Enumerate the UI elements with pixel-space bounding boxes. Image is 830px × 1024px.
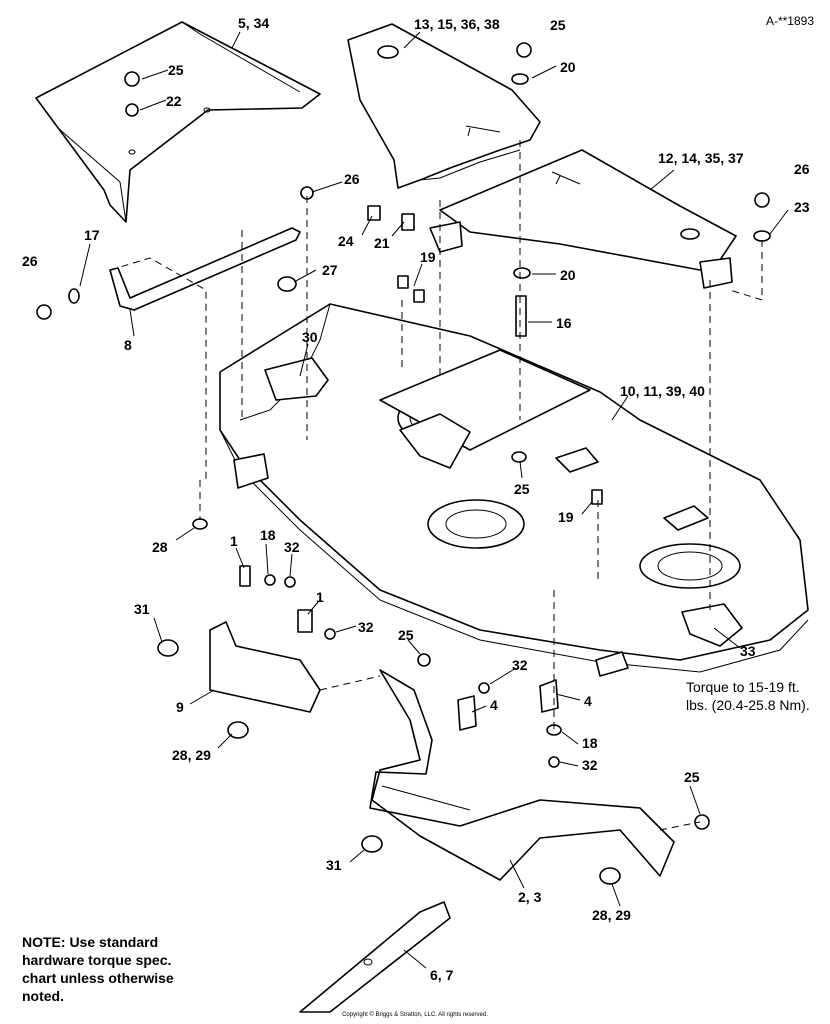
callout-20: 20 [560,59,576,75]
callout-33: 33 [740,643,756,659]
callout-1: 1 [316,589,324,605]
callout-1: 1 [230,533,238,549]
callout-30: 30 [302,329,318,345]
callout-4: 4 [490,697,498,713]
callout-28: 28 [152,539,168,555]
callout-25: 25 [514,481,530,497]
callout-20: 20 [560,267,576,283]
callout-5-34: 5, 34 [238,15,269,31]
callout-31: 31 [326,857,342,873]
note-line-2: hardware torque spec. [22,952,172,968]
torque-line-1: Torque to 15-19 ft. [686,679,800,695]
callout-32: 32 [582,757,598,773]
lift-rod [109,227,301,311]
callout-25: 25 [684,769,700,785]
callout-18: 18 [582,735,598,751]
note-line-3: chart unless otherwise [22,970,174,986]
callout-19: 19 [420,249,436,265]
callout-12-14-35-37: 12, 14, 35, 37 [658,150,744,166]
callout-22: 22 [166,93,182,109]
diagram-reference-code: A-**1893 [765,14,814,28]
belt-cover-right [429,149,737,289]
belt-cover-center [347,23,541,189]
leader-lines [79,31,789,969]
torque-specification: Torque to 15-19 ft. lbs. (20.4-25.8 Nm). [686,678,826,714]
callout-10-11-39-40: 10, 11, 39, 40 [620,383,705,399]
deflector-left [209,621,321,713]
hardware-torque-note: NOTE: Use standard hardware torque spec.… [22,933,202,1005]
assembly-lines [109,140,763,831]
discharge-chute [369,669,675,881]
callout-28-29: 28, 29 [592,907,631,923]
callout-16: 16 [556,315,572,331]
callout-21: 21 [374,235,390,251]
callout-32: 32 [358,619,374,635]
callout-4: 4 [584,693,592,709]
callout-6-7: 6, 7 [430,967,454,983]
torque-line-2: lbs. (20.4-25.8 Nm). [686,697,810,713]
callout-19: 19 [558,509,574,525]
callout-13-15-36-38: 13, 15, 36, 38 [414,16,500,32]
callout-27: 27 [322,262,338,278]
callout-9: 9 [176,699,184,715]
callout-25: 25 [168,62,184,78]
callout-28-29: 28, 29 [172,747,211,763]
note-line-1: NOTE: Use standard [22,934,159,950]
belt-cover-left [35,21,321,223]
callout-25: 25 [550,17,566,33]
callout-26: 26 [794,161,810,177]
copyright-notice: Copyright © Briggs & Stratton, LLC. All … [342,1012,488,1018]
callout-labels: 5, 34 13, 15, 36, 38 25 25 20 22 12, 14,… [22,15,810,983]
callout-17: 17 [84,227,100,243]
hardware [36,42,771,885]
callout-8: 8 [124,337,132,353]
callout-23: 23 [794,199,810,215]
callout-32: 32 [284,539,300,555]
callout-2-3: 2, 3 [518,889,542,905]
callout-24: 24 [338,233,354,249]
note-line-4: noted. [22,988,64,1004]
callout-26: 26 [22,253,38,269]
callout-25: 25 [398,627,414,643]
callout-18: 18 [260,527,276,543]
mower-deck-housing [219,303,809,677]
mower-blade [299,901,451,1013]
callout-32: 32 [512,657,528,673]
callout-26: 26 [344,171,360,187]
callout-31: 31 [134,601,150,617]
